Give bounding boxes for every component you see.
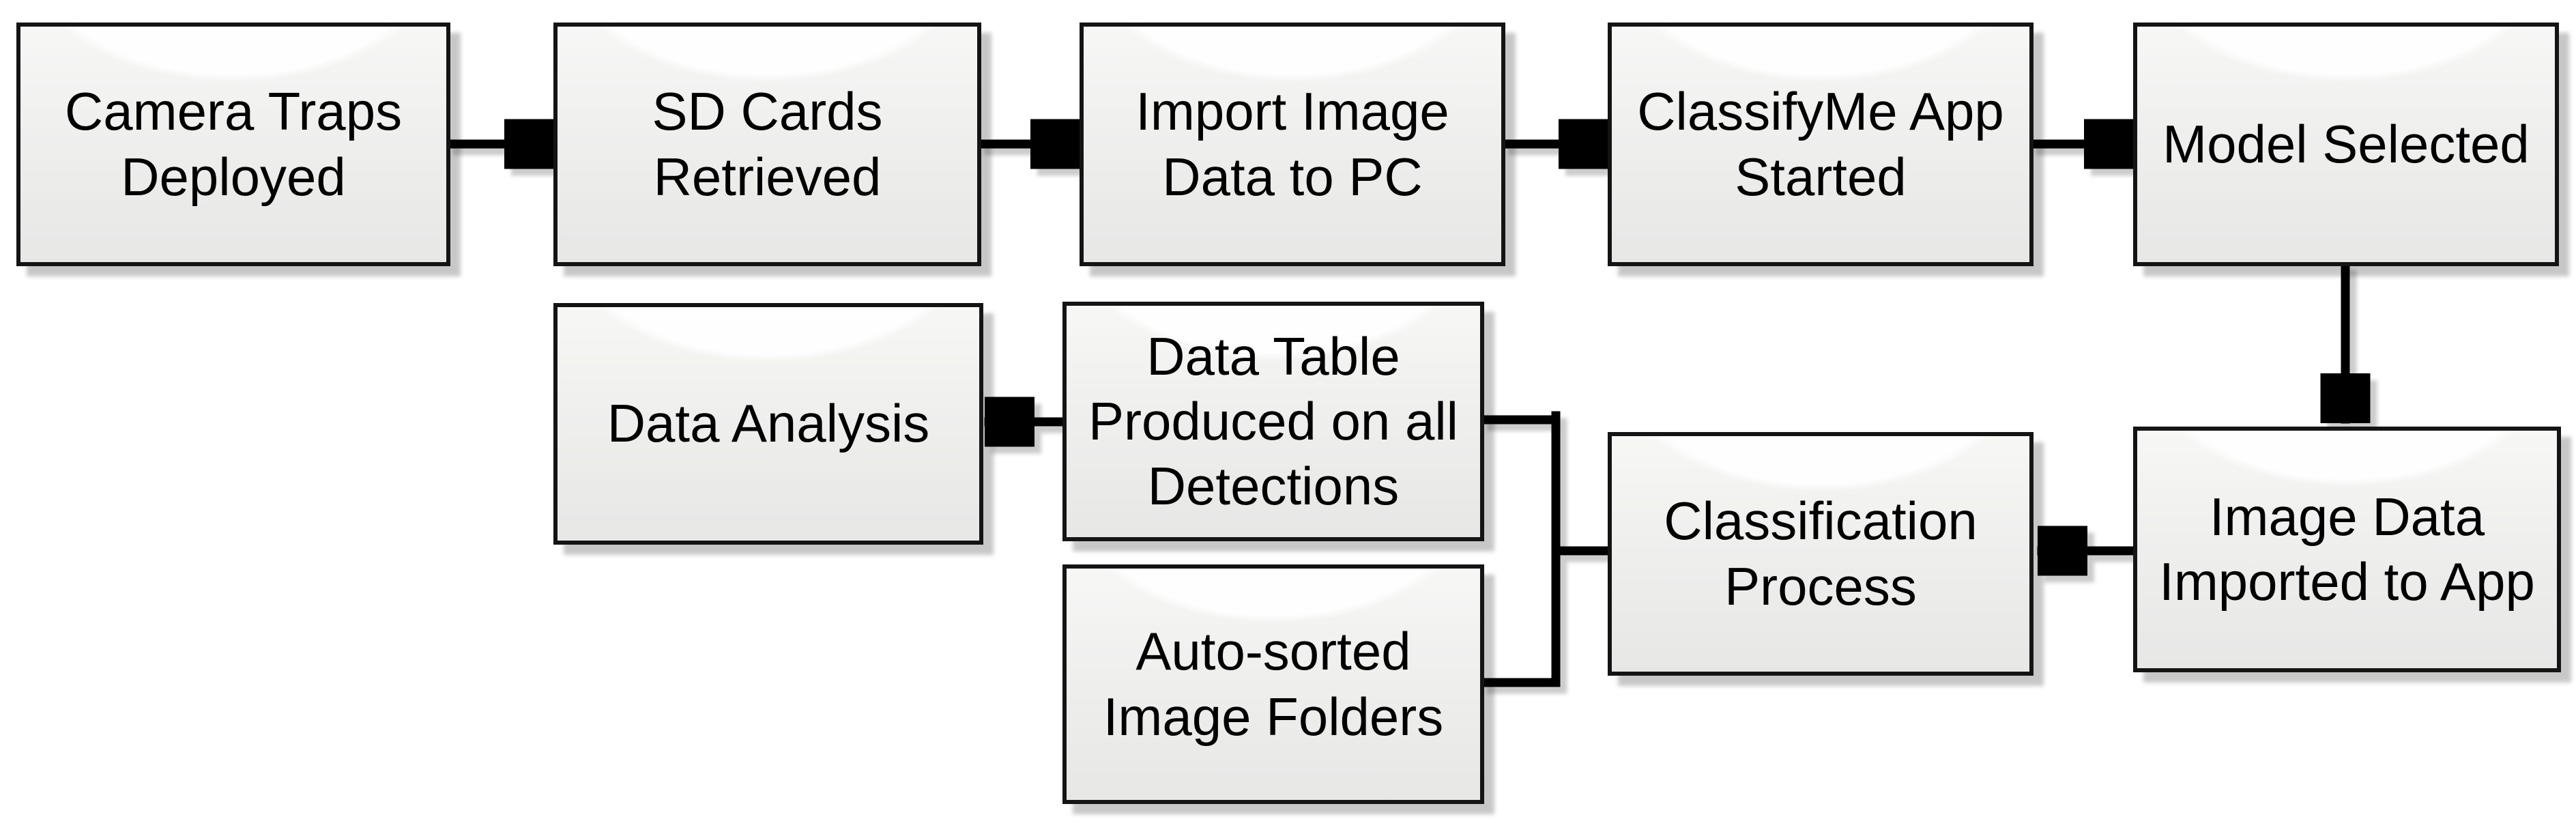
node-sd-cards-retrieved: SD Cards Retrieved bbox=[553, 23, 981, 266]
node-image-data-imported-to-app: Image Data Imported to App bbox=[2133, 427, 2561, 672]
node-data-analysis: Data Analysis bbox=[553, 303, 983, 545]
node-classifyme-app-started: ClassifyMe App Started bbox=[1608, 23, 2034, 266]
node-model-selected: Model Selected bbox=[2133, 23, 2559, 266]
node-data-table-produced: Data Table Produced on all Detections bbox=[1062, 302, 1484, 541]
node-classification-process: Classification Process bbox=[1608, 432, 2034, 676]
node-camera-traps-deployed: Camera Traps Deployed bbox=[16, 23, 450, 266]
node-auto-sorted-image-folders: Auto-sorted Image Folders bbox=[1062, 564, 1484, 804]
node-import-image-data-to-pc: Import Image Data to PC bbox=[1080, 23, 1505, 266]
